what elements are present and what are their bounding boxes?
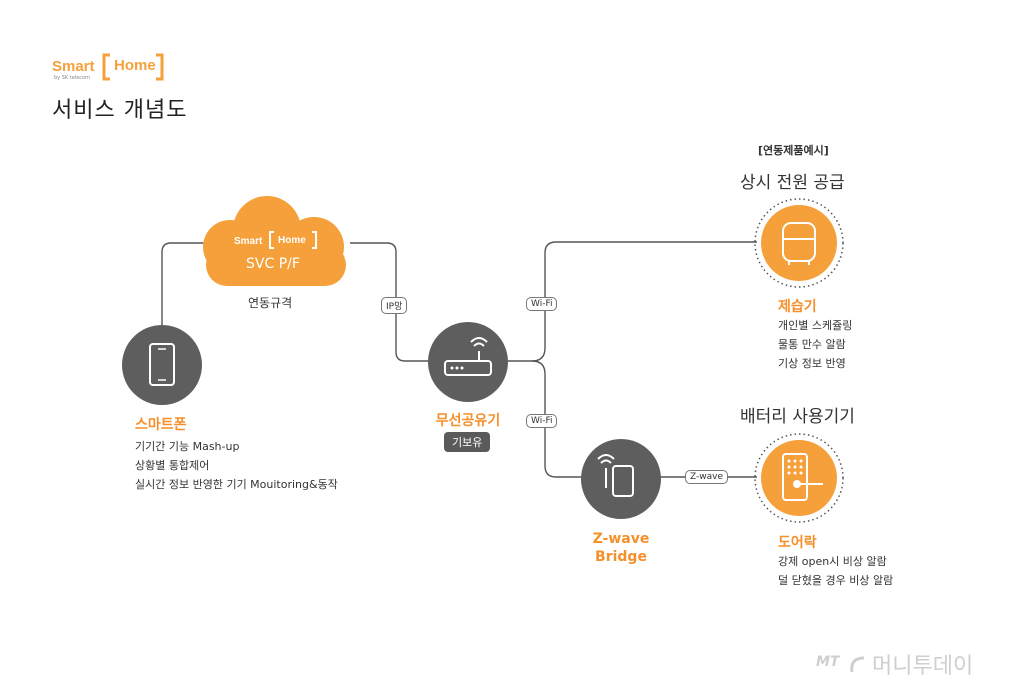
- watermark-text: 머니투데이: [872, 654, 974, 679]
- smartphone-desc: 기기간 기능 Mash-up 상황별 통합제어 실시간 정보 반영한 기기 Mo…: [135, 437, 338, 494]
- doorlock-desc: 강제 open시 비상 알람 덜 닫혔을 경우 비상 알람: [778, 552, 893, 590]
- cloud-logo-home: Home: [278, 235, 306, 246]
- smartphone-desc-line: 실시간 정보 반영한 기기 Mouitoring&동작: [135, 478, 338, 491]
- doorlock-desc-line: 강제 open시 비상 알람: [778, 555, 887, 568]
- battery-title: 배터리 사용기기: [740, 407, 855, 427]
- watermark-mark: MT: [816, 654, 840, 670]
- bridge-label-line2: Bridge: [595, 549, 647, 565]
- bridge-label: Z-wave Bridge: [580, 530, 662, 566]
- watermark-logo-icon: [850, 656, 865, 673]
- smartphone-desc-line: 상황별 통합제어: [135, 459, 210, 472]
- router-label: 무선공유기: [435, 413, 501, 429]
- doorlock-label: 도어락: [778, 535, 817, 551]
- smartphone-desc-line: 기기간 기능 Mash-up: [135, 440, 240, 453]
- phone-icon: [149, 343, 175, 386]
- smartphone-node: [122, 325, 202, 405]
- logo-home-text: Home: [114, 57, 156, 74]
- cloud-sublabel: 연동규격: [248, 296, 293, 310]
- cloud-logo-bracket: [269, 231, 317, 249]
- router-node: [428, 322, 508, 402]
- examples-header: [연동제품예시]: [758, 144, 829, 157]
- bridge-label-line1: Z-wave: [592, 531, 650, 547]
- bridge-node: [581, 439, 661, 519]
- dehumidifier-label: 제습기: [778, 299, 817, 315]
- cloud-label: SVC P/F: [246, 256, 300, 272]
- smartphone-label: 스마트폰: [135, 417, 187, 433]
- logo-smart-text: Smart: [52, 58, 95, 75]
- page-title: 서비스 개념도: [52, 98, 188, 123]
- dehumidifier-desc: 개인별 스케쥴링 물통 만수 알람 기상 정보 반영: [778, 316, 852, 373]
- router-badge: 기보유: [444, 432, 491, 452]
- tag-wifi-bottom: Wi-Fi: [526, 414, 558, 428]
- dehumidifier-desc-line: 기상 정보 반영: [778, 357, 846, 370]
- doorlock-icon: [782, 453, 823, 501]
- dehumidifier-desc-line: 물통 만수 알람: [778, 338, 846, 351]
- logo-bracket: [102, 53, 164, 81]
- cloud-logo-smart: Smart: [234, 236, 263, 247]
- dehumidifier-node: [754, 198, 844, 288]
- doorlock-node: [754, 433, 844, 523]
- dehumidifier-icon: [782, 222, 816, 265]
- logo-by-text: by SK telecom: [54, 75, 90, 81]
- tag-ip: IP망: [381, 297, 408, 314]
- router-icon: [444, 337, 492, 376]
- cloud-shape: [203, 196, 346, 286]
- doorlock-desc-line: 덜 닫혔을 경우 비상 알람: [778, 574, 894, 587]
- bridge-icon: [597, 454, 634, 497]
- tag-wifi-top: Wi-Fi: [526, 297, 558, 311]
- always-power-title: 상시 전원 공급: [740, 173, 845, 193]
- dehumidifier-desc-line: 개인별 스케쥴링: [778, 319, 853, 332]
- tag-zwave: Z-wave: [685, 470, 728, 484]
